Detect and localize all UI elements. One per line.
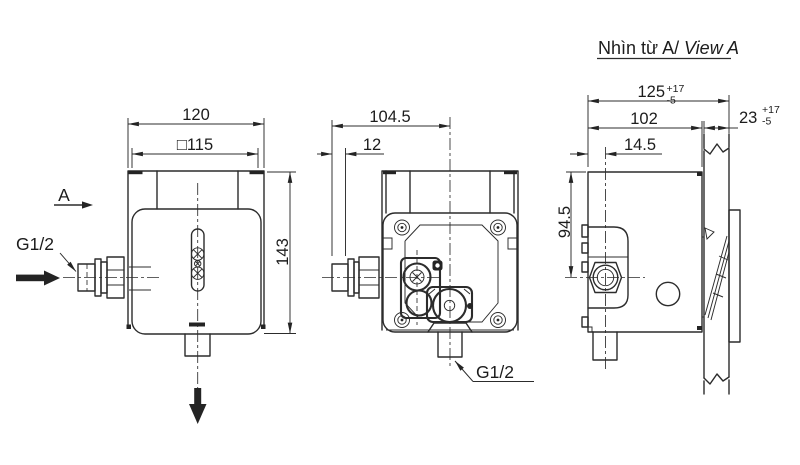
dim-wall-thickness: 23 [739, 109, 757, 127]
dim-front-height: 143 [274, 238, 292, 266]
rear-outlet-pipe [437, 331, 463, 358]
dim-side-body: 102 [630, 110, 658, 128]
side-access-hole [655, 281, 681, 307]
rear-valve-mechanism [399, 256, 474, 324]
rear-view: G1/2 104.5 12 [317, 108, 534, 382]
view-a-letter: A [58, 185, 70, 205]
front-inlet-thread-label: G1/2 [16, 234, 77, 272]
side-dimensions: 125 +17 -5 102 23 +17 -5 14.5 94.5 [556, 83, 780, 278]
dim-wall-tol-lower: -5 [762, 116, 771, 128]
side-view-title: Nhìn từ A/ View A [597, 38, 739, 60]
dim-inlet-height: 94.5 [556, 206, 574, 238]
front-view: A G1/2 120 □115 143 [16, 106, 296, 424]
rear-dimensions: 104.5 12 [317, 108, 451, 256]
front-outlet-stub [184, 333, 211, 357]
rear-g12-text: G1/2 [476, 362, 514, 382]
rear-body-outline [381, 170, 519, 333]
wall-section [702, 133, 730, 395]
side-body-outline [581, 171, 703, 333]
dim-side-total-tol-lower: -5 [667, 95, 676, 107]
rear-g12-leader [454, 360, 474, 382]
front-dimensions: 120 □115 143 [127, 106, 296, 334]
front-sensor-window [190, 228, 205, 292]
front-g12-text: G1/2 [16, 234, 54, 254]
wall-clamp-bracket [704, 227, 730, 321]
side-inlet-hex [588, 261, 623, 294]
front-body-outline [126, 170, 266, 335]
front-inlet-fitting [77, 256, 151, 299]
rear-inlet-fitting [331, 256, 380, 299]
view-a-title-english: View A [684, 38, 739, 58]
dim-front-square: □115 [177, 136, 213, 154]
front-corner-mark-right [249, 171, 264, 175]
front-g12-leader [59, 252, 77, 272]
dim-side-total-tol-upper: +17 [667, 83, 685, 95]
front-corner-mark-left [128, 171, 143, 175]
rear-outlet-dome [427, 322, 473, 333]
side-view-a: Nhìn từ A/ View A [556, 38, 780, 395]
front-indicator-mark [189, 322, 205, 327]
outlet-flow-arrow [189, 388, 207, 424]
view-a-arrow-icon [82, 201, 93, 209]
side-outlet-pipe [592, 331, 618, 361]
dim-wall-tol-upper: +17 [762, 104, 780, 116]
wall-plate [728, 209, 741, 343]
rear-outlet-thread-label: G1/2 [454, 360, 534, 382]
inlet-flow-arrow [16, 270, 60, 286]
view-direction-a: A [54, 185, 93, 209]
dim-rear-offset: 12 [363, 136, 381, 154]
view-a-title-vietnamese: Nhìn từ A/ [598, 38, 679, 58]
dim-rear-width: 104.5 [369, 108, 410, 126]
dim-center-inset: 14.5 [624, 136, 656, 154]
dim-front-width: 120 [182, 106, 210, 124]
dim-side-total: 125 [637, 83, 665, 101]
